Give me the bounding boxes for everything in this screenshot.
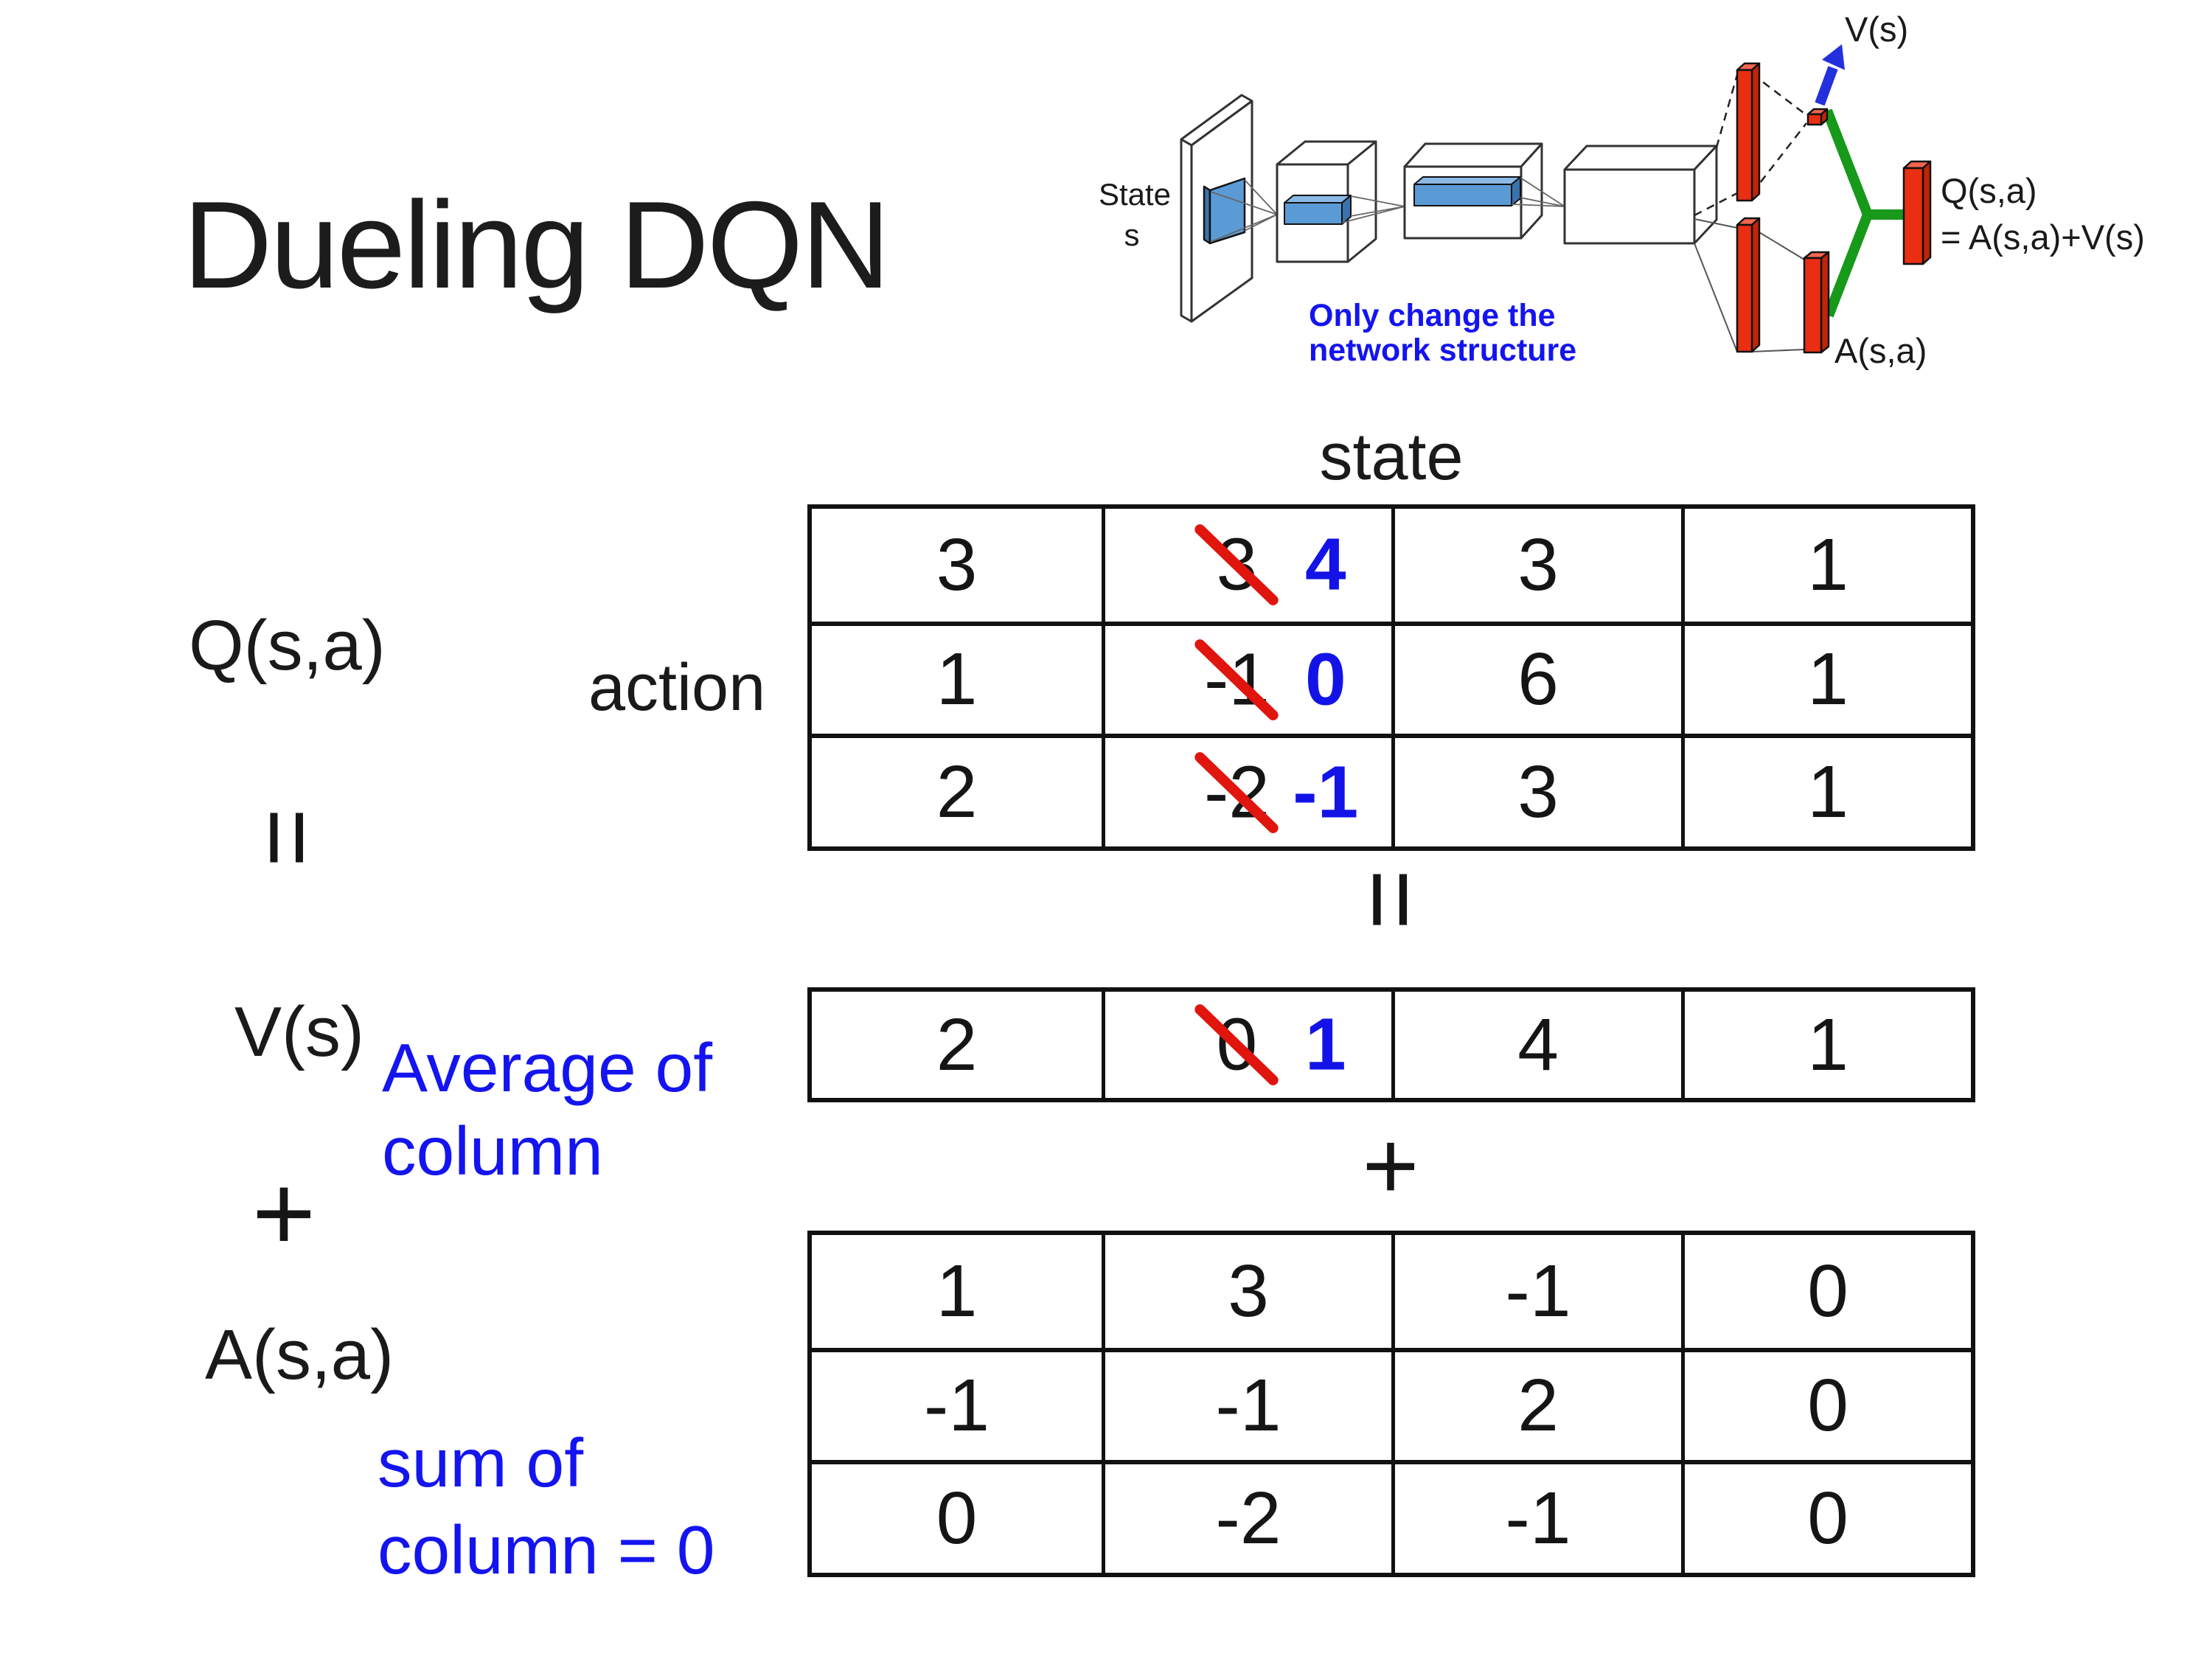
q-cell-r0c0: 3 — [936, 523, 978, 606]
diagram-state-label: State — [1099, 177, 1171, 212]
a-cell-r1c1: -1 — [1102, 1347, 1391, 1461]
q-cell-r1c1-corrected: -1 0 — [1102, 621, 1391, 734]
network-diagram: State s Only change the network structur… — [1099, 10, 2145, 370]
conv-cone-lines-2 — [1341, 195, 1405, 223]
action-axis-label: action — [588, 651, 766, 725]
q-cell-r2c0: 2 — [812, 734, 1102, 846]
conv-cone-lines-1 — [1210, 179, 1278, 243]
q-cell-r0c1-corrected: 3 4 — [1102, 509, 1391, 622]
note-average-line2: column — [382, 1113, 603, 1190]
a-cell-r0c0: 1 — [936, 1249, 978, 1332]
diagram-q-output-label-line2: = A(s,a)+V(s) — [1941, 218, 2145, 257]
q-cell-r0c3: 1 — [1681, 509, 1971, 622]
advantage-fc-bar — [1736, 217, 1761, 353]
q-cell-r1c0: 1 — [812, 621, 1102, 734]
a-cell-r2c3: 0 — [1681, 1460, 1971, 1573]
a-table: 1 3 -1 0 -1 -1 2 0 0 -2 -1 0 — [807, 1231, 1975, 1577]
q-new-value: 4 — [1304, 523, 1346, 606]
a-cell-r2c2: -1 — [1391, 1460, 1681, 1573]
diagram-note-line2: network structure — [1309, 333, 1576, 368]
v-cell-c0: 2 — [936, 1003, 978, 1086]
q-cell-r2c2: 3 — [1391, 734, 1681, 846]
label-v: V(s) — [234, 992, 364, 1071]
v-cell-c3: 1 — [1681, 992, 1971, 1098]
conv-cone-lines-3 — [1511, 177, 1565, 207]
feature-bar-1 — [1284, 195, 1352, 225]
a-cell-r2c0: 0 — [812, 1460, 1102, 1573]
slide-title: Dueling DQN — [183, 175, 891, 314]
value-fc-bar — [1736, 62, 1761, 202]
q-cell-r1c2: 6 — [1391, 621, 1681, 734]
a-cell-r1c0: -1 — [812, 1347, 1102, 1461]
a-cell-r1c2: 2 — [1391, 1347, 1681, 1461]
state-axis-label: state — [1319, 420, 1464, 494]
note-average-of-column: Average of column — [382, 1026, 712, 1194]
equals-glyph: = — [231, 807, 344, 868]
note-average-line1: Average of — [382, 1029, 713, 1106]
diagram-state-s-label: s — [1124, 218, 1140, 252]
note-sum-of-column: sum of column = 0 — [378, 1419, 715, 1593]
label-a: A(s,a) — [205, 1315, 394, 1394]
feature-bar-2 — [1413, 176, 1521, 206]
q-new-value: -1 — [1293, 751, 1359, 834]
a-cell-r2c1: -2 — [1102, 1460, 1391, 1573]
value-scalar-box — [1806, 108, 1829, 126]
label-q: Q(s,a) — [189, 606, 386, 685]
q-table: 3 3 4 3 1 1 -1 0 6 1 2 -2 -1 3 1 — [807, 504, 1975, 851]
a-cell-r0c3: 0 — [1681, 1235, 1971, 1348]
note-sum-line2: column = 0 — [378, 1512, 715, 1589]
q-output-bar — [1902, 160, 1932, 265]
equals-rotated-center: = — [1332, 849, 1450, 949]
q-cell-r0c2: 3 — [1391, 509, 1681, 622]
fc-box — [1563, 145, 1718, 245]
equals-glyph: = — [1332, 869, 1450, 930]
v-new-value: 1 — [1304, 1003, 1346, 1086]
a-cell-r0c1: 3 — [1102, 1235, 1391, 1348]
advantage-output-bar — [1803, 251, 1830, 354]
v-output-arrow-icon — [1815, 44, 1845, 106]
v-cell-c2: 4 — [1391, 992, 1681, 1098]
diagram-a-output-label: A(s,a) — [1834, 331, 1927, 370]
diagram-v-output-label: V(s) — [1845, 10, 1908, 49]
diagram-note-line1: Only change the — [1309, 298, 1556, 333]
plus-center: + — [1362, 1110, 1419, 1220]
equals-rotated-left: = — [231, 793, 344, 882]
q-cell-r1c3: 1 — [1681, 621, 1971, 734]
diagram-q-output-label-line1: Q(s,a) — [1941, 171, 2037, 210]
note-sum-line1: sum of — [378, 1425, 584, 1501]
value-stream-dashed-lines — [1694, 72, 1807, 217]
q-cell-r2c3: 1 — [1681, 734, 1971, 846]
v-table: 2 0 1 4 1 — [807, 987, 1975, 1102]
plus-left: + — [251, 1152, 316, 1274]
advantage-stream-lines — [1694, 218, 1805, 352]
q-new-value: 0 — [1304, 638, 1346, 721]
v-cell-c1-corrected: 0 1 — [1102, 992, 1391, 1098]
a-cell-r0c2: -1 — [1391, 1235, 1681, 1348]
a-cell-r1c3: 0 — [1681, 1347, 1971, 1461]
aggregator-link-green — [1822, 108, 1904, 318]
q-cell-r2c1-corrected: -2 -1 — [1102, 734, 1391, 846]
